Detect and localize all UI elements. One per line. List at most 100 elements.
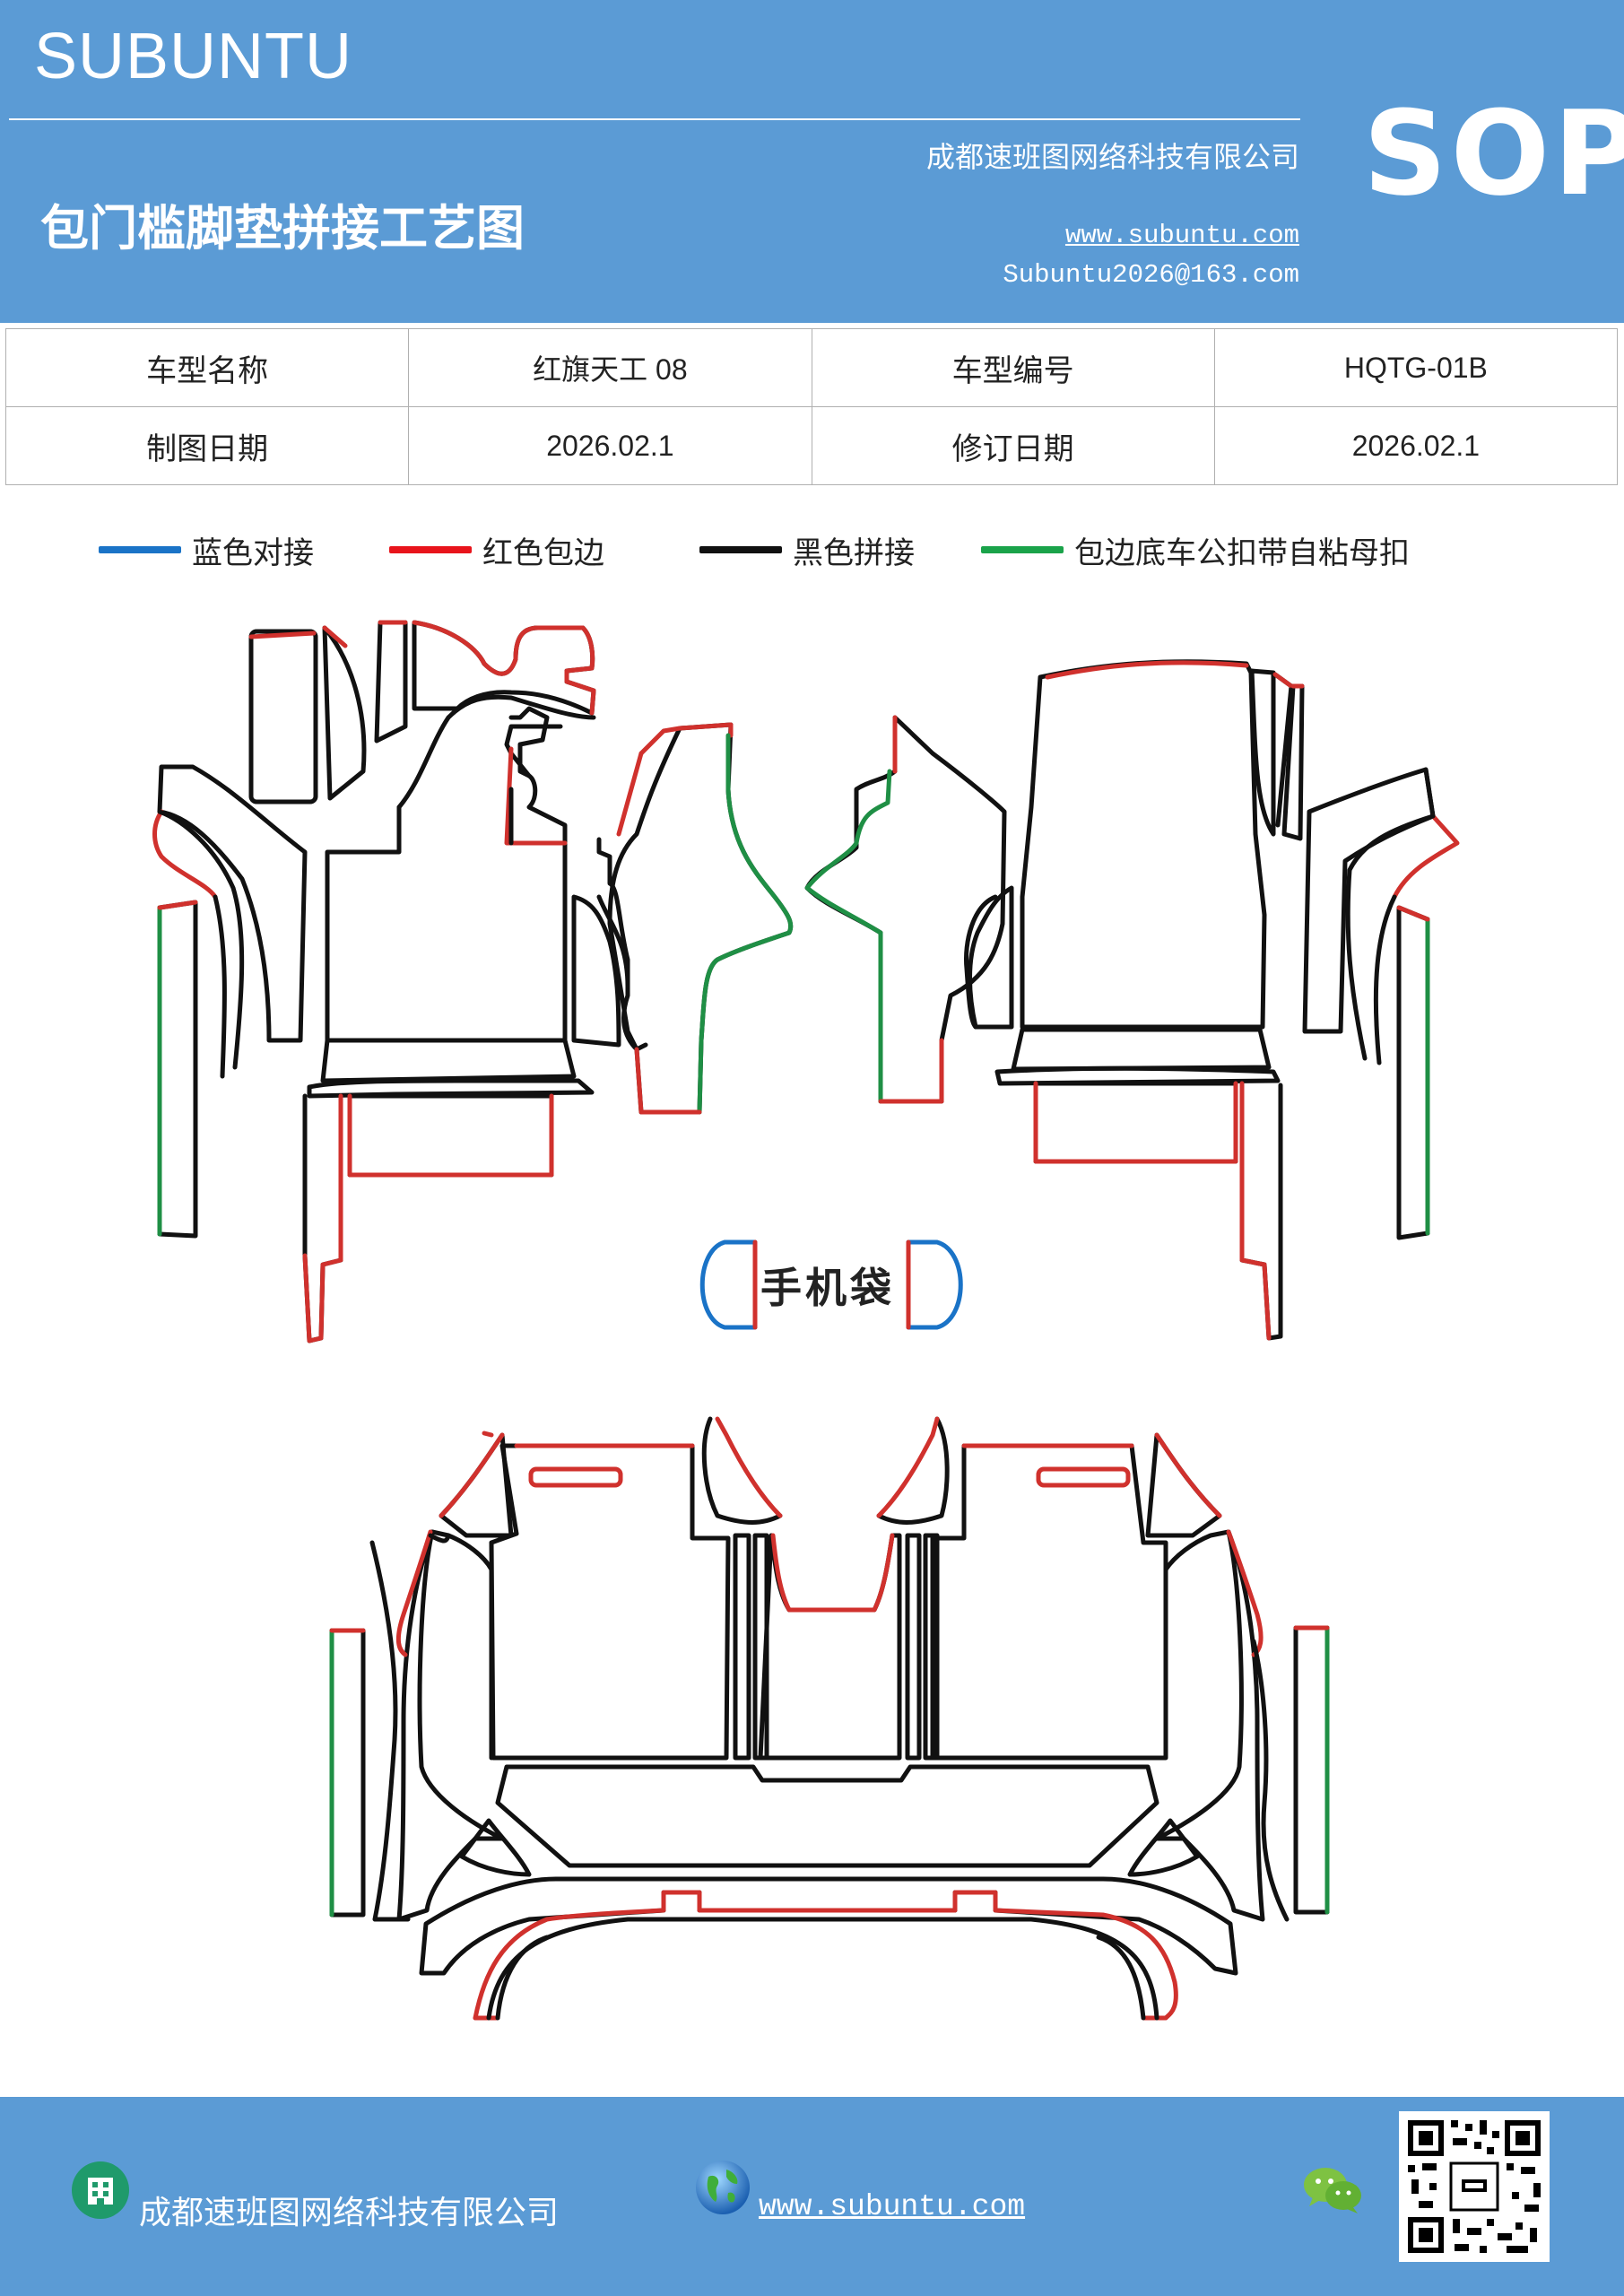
mat-piece <box>157 900 198 1239</box>
mat-edge-red <box>412 620 596 716</box>
footer-company-name: 成都速班图网络科技有限公司 <box>139 2195 560 2231</box>
mat-piece <box>329 1628 366 1918</box>
rear-mat <box>329 1416 1330 2021</box>
mat-edge-red <box>157 900 198 910</box>
mat-edge-black <box>1423 767 1436 819</box>
draw-date-label: 制图日期 <box>4 406 410 485</box>
mat-edge-red <box>482 1431 494 1438</box>
revision-date-label: 修订日期 <box>811 406 1215 485</box>
mat-piece <box>1033 1081 1238 1164</box>
building-icon <box>72 2161 129 2219</box>
mat-edge-black <box>1251 1639 1290 1922</box>
mat-piece <box>1302 767 1436 1034</box>
mat-piece <box>157 764 308 1043</box>
mat-piece <box>248 629 318 804</box>
seat-slot <box>1036 1466 1131 1488</box>
mat-edge-black <box>1096 1935 1146 2021</box>
legend-swatch <box>981 546 1064 553</box>
mat-edge-green <box>804 769 892 1104</box>
mat-edge-black <box>876 1416 950 1525</box>
qr-code[interactable] <box>1399 2111 1550 2262</box>
mat-edge-red <box>1396 905 1430 922</box>
mat-piece <box>419 1876 1238 1976</box>
mat-edge-black <box>486 1917 1159 2021</box>
mat-edge-red <box>248 631 317 639</box>
legend-swatch <box>389 546 472 553</box>
mat-piece <box>307 1078 595 1099</box>
mat-edge-black <box>1163 1529 1231 1572</box>
draw-date-value: 2026.02.1 <box>408 406 812 485</box>
center-right-piece <box>804 715 1007 1104</box>
header-email: Subuntu2026@163.com <box>1003 260 1299 290</box>
mat-edge-red <box>1154 1432 1222 1518</box>
mat-edge-red <box>770 1533 895 1613</box>
mat-piece <box>396 1529 505 1922</box>
mat-piece <box>347 1093 554 1178</box>
model-code-value: HQTG-01B <box>1213 328 1619 407</box>
mat-piece <box>994 1065 1281 1086</box>
header-website-link[interactable]: www.subuntu.com <box>1064 221 1299 250</box>
phone-pocket <box>699 1239 963 1330</box>
legend-item-green: 包边底车公扣带自粘母扣 <box>981 527 1410 572</box>
mat-edge-black <box>963 894 998 1030</box>
legend-label: 黑色拼接 <box>793 535 915 571</box>
brand-logo-text: SUBUNTU <box>34 21 353 92</box>
vehicle-info-table: 车型名称 红旗天工 08 车型编号 HQTG-01B 制图日期 2026.02.… <box>4 328 1619 485</box>
mat-piece <box>1239 1081 1283 1341</box>
mat-piece <box>320 1038 577 1083</box>
model-name-value: 红旗天工 08 <box>408 328 812 407</box>
mat-edge-black <box>430 1529 494 1761</box>
mat-edge-red <box>473 1890 1178 2021</box>
mat-edge-red <box>1226 1529 1264 1657</box>
mat-edge-red <box>638 722 734 756</box>
legend-item-black: 黑色拼接 <box>699 527 915 572</box>
globe-icon <box>696 2161 750 2214</box>
mat-edge-black <box>701 1416 783 1525</box>
mat-edge-red <box>1272 672 1294 689</box>
footer-website-link[interactable]: www.subuntu.com <box>759 2190 1026 2223</box>
mat-edge-blue <box>906 1239 963 1330</box>
page-title: 包门槛脚垫拼接工艺图 <box>40 199 525 257</box>
mat-edge-red <box>1045 660 1249 680</box>
mat-edge-red <box>322 625 348 648</box>
mat-edge-red <box>876 1416 940 1518</box>
legend-swatch <box>99 546 181 553</box>
mat-edge-black <box>1345 813 1436 1061</box>
mat-edge-black <box>428 1533 451 1544</box>
mat-edge-red <box>1239 1081 1272 1341</box>
model-name-label: 车型名称 <box>4 328 410 407</box>
mat-piece <box>489 1443 731 1761</box>
mat-piece <box>905 1533 922 1761</box>
mat-edge-black <box>369 1540 411 1922</box>
mat-edge-blue <box>699 1239 758 1330</box>
mat-edge-red <box>439 1432 505 1518</box>
front-left-mat <box>152 620 648 1344</box>
mat-piece <box>1249 668 1276 837</box>
legend-label: 包边底车公扣带自粘母扣 <box>1074 535 1410 571</box>
mat-edge-red <box>1033 1081 1238 1164</box>
mat-edge-black <box>1373 894 1397 1065</box>
mat-piece <box>495 1764 1159 1868</box>
mat-piece <box>930 1443 1168 1761</box>
mat-edge-black <box>596 894 630 989</box>
mat-edge-red <box>715 1416 783 1518</box>
mat-piece <box>1011 1027 1272 1072</box>
table-row: 车型名称 红旗天工 08 车型编号 HQTG-01B <box>4 328 1619 407</box>
legend-item-blue: 蓝色对接 <box>99 527 314 572</box>
legend-swatch <box>699 546 782 553</box>
table-row: 制图日期 2026.02.1 修订日期 2026.02.1 <box>4 406 1619 485</box>
mat-piece <box>1020 659 1267 1030</box>
legend-label: 蓝色对接 <box>192 535 314 571</box>
mat-piece <box>459 1818 532 1877</box>
model-code-label: 车型编号 <box>811 328 1215 407</box>
center-left-piece <box>607 722 794 1115</box>
mat-edge-red <box>302 1093 343 1344</box>
mat-edge-red <box>1392 813 1460 900</box>
mat-piece <box>1281 683 1305 841</box>
legend-item-red: 红色包边 <box>389 527 604 572</box>
front-right-mat <box>963 659 1460 1341</box>
mat-piece <box>1145 1432 1222 1538</box>
floor-mat-diagram <box>152 620 1460 2021</box>
header-banner <box>0 0 1624 323</box>
mat-piece <box>1127 1818 1200 1877</box>
